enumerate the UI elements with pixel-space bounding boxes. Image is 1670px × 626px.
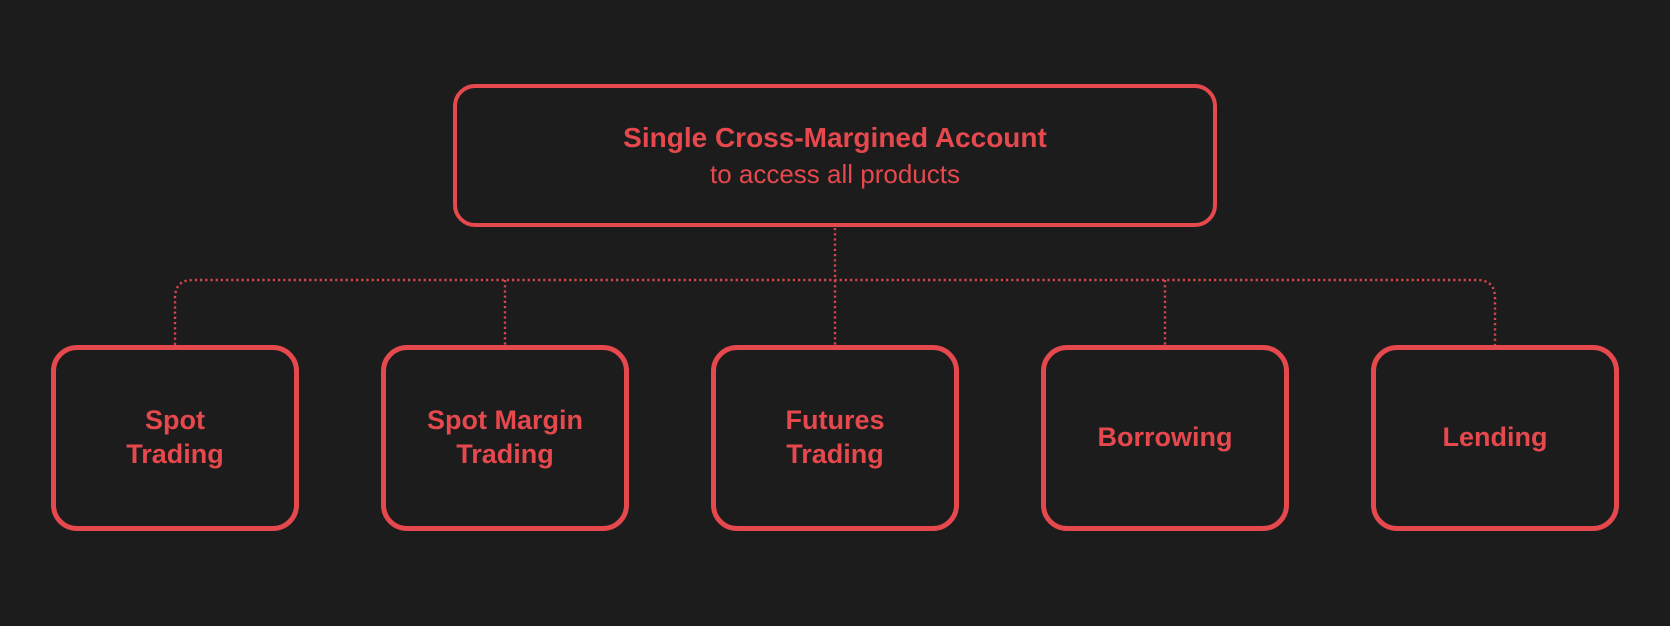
node-futures-trading: Futures Trading xyxy=(711,345,959,531)
connector-rail xyxy=(173,278,1497,345)
node-label: Spot Trading xyxy=(126,405,224,469)
node-lending: Lending xyxy=(1371,345,1619,531)
root-title: Single Cross-Margined Account xyxy=(623,121,1047,153)
node-label: Borrowing xyxy=(1097,422,1233,453)
node-label: Spot Margin Trading xyxy=(427,405,583,469)
node-borrowing: Borrowing xyxy=(1041,345,1289,531)
node-spot-margin-trading: Spot Margin Trading xyxy=(381,345,629,531)
node-root-account: Single Cross-Margined Account to access … xyxy=(453,84,1217,227)
node-spot-trading: Spot Trading xyxy=(51,345,299,531)
root-subtitle: to access all products xyxy=(709,158,960,189)
node-label: Lending xyxy=(1442,422,1548,453)
node-label: Futures Trading xyxy=(785,405,885,469)
